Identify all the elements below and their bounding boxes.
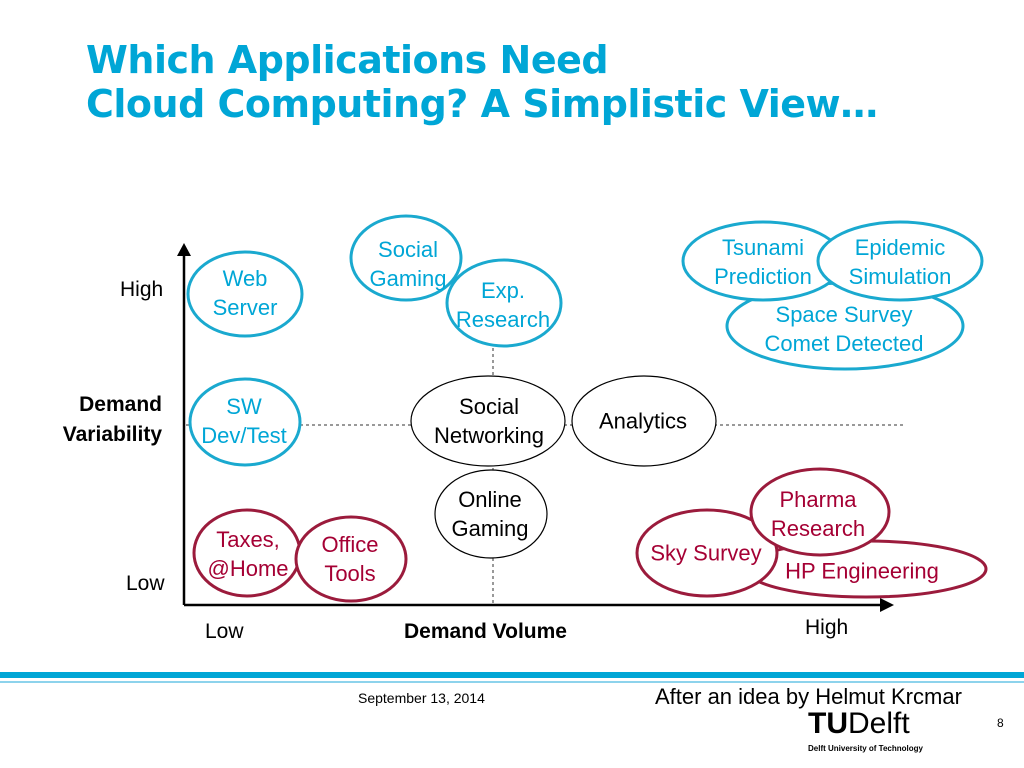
x-axis-title: Demand Volume xyxy=(404,620,567,643)
y-axis-low-label: Low xyxy=(126,572,165,595)
slide-title: Which Applications Need Cloud Computing?… xyxy=(86,38,878,126)
slide-title-line2: Cloud Computing? A Simplistic View… xyxy=(86,82,878,126)
footer-date: September 13, 2014 xyxy=(358,690,485,706)
page-number: 8 xyxy=(997,716,1004,730)
analytics-label: Analytics xyxy=(598,408,688,434)
hp-engineering-label: HP Engineering xyxy=(785,558,939,584)
footer-bar-light xyxy=(0,681,1024,683)
office-tools-ellipse xyxy=(294,515,408,603)
taxes-label: Taxes,@Home xyxy=(207,527,289,581)
analytics-ellipse xyxy=(571,375,717,467)
y-axis-title: Demand Variability xyxy=(62,393,162,446)
exp-research-label: Exp.Research xyxy=(455,278,551,332)
tu-delft-logo: TUDelft Delft University of Technology xyxy=(808,708,958,760)
tu-delft-logo-wordmark: TUDelft xyxy=(808,707,910,740)
tu-delft-logo-subtitle: Delft University of Technology xyxy=(808,744,923,753)
social-gaming-ellipse xyxy=(349,214,463,302)
footer-credit: After an idea by Helmut Krcmar xyxy=(655,684,962,709)
epidemic-ellipse xyxy=(816,220,984,302)
web-server-ellipse xyxy=(186,250,304,338)
pharma-ellipse xyxy=(749,467,891,557)
slide-title-line1: Which Applications Need xyxy=(86,38,609,82)
online-gaming-ellipse xyxy=(434,469,548,559)
social-networking-ellipse xyxy=(410,375,566,467)
x-axis-high-label: High xyxy=(805,616,849,639)
exp-research-ellipse xyxy=(445,258,563,348)
footer-bar xyxy=(0,672,1024,678)
y-axis-arrow-icon xyxy=(177,243,191,256)
y-axis-high-label: High xyxy=(120,278,164,301)
sw-devtest-ellipse xyxy=(188,377,302,467)
x-axis-low-label: Low xyxy=(205,620,244,643)
x-axis-arrow-icon xyxy=(880,598,894,612)
sky-survey-label: Sky Survey xyxy=(650,540,762,566)
sky-survey-ellipse xyxy=(635,508,779,598)
